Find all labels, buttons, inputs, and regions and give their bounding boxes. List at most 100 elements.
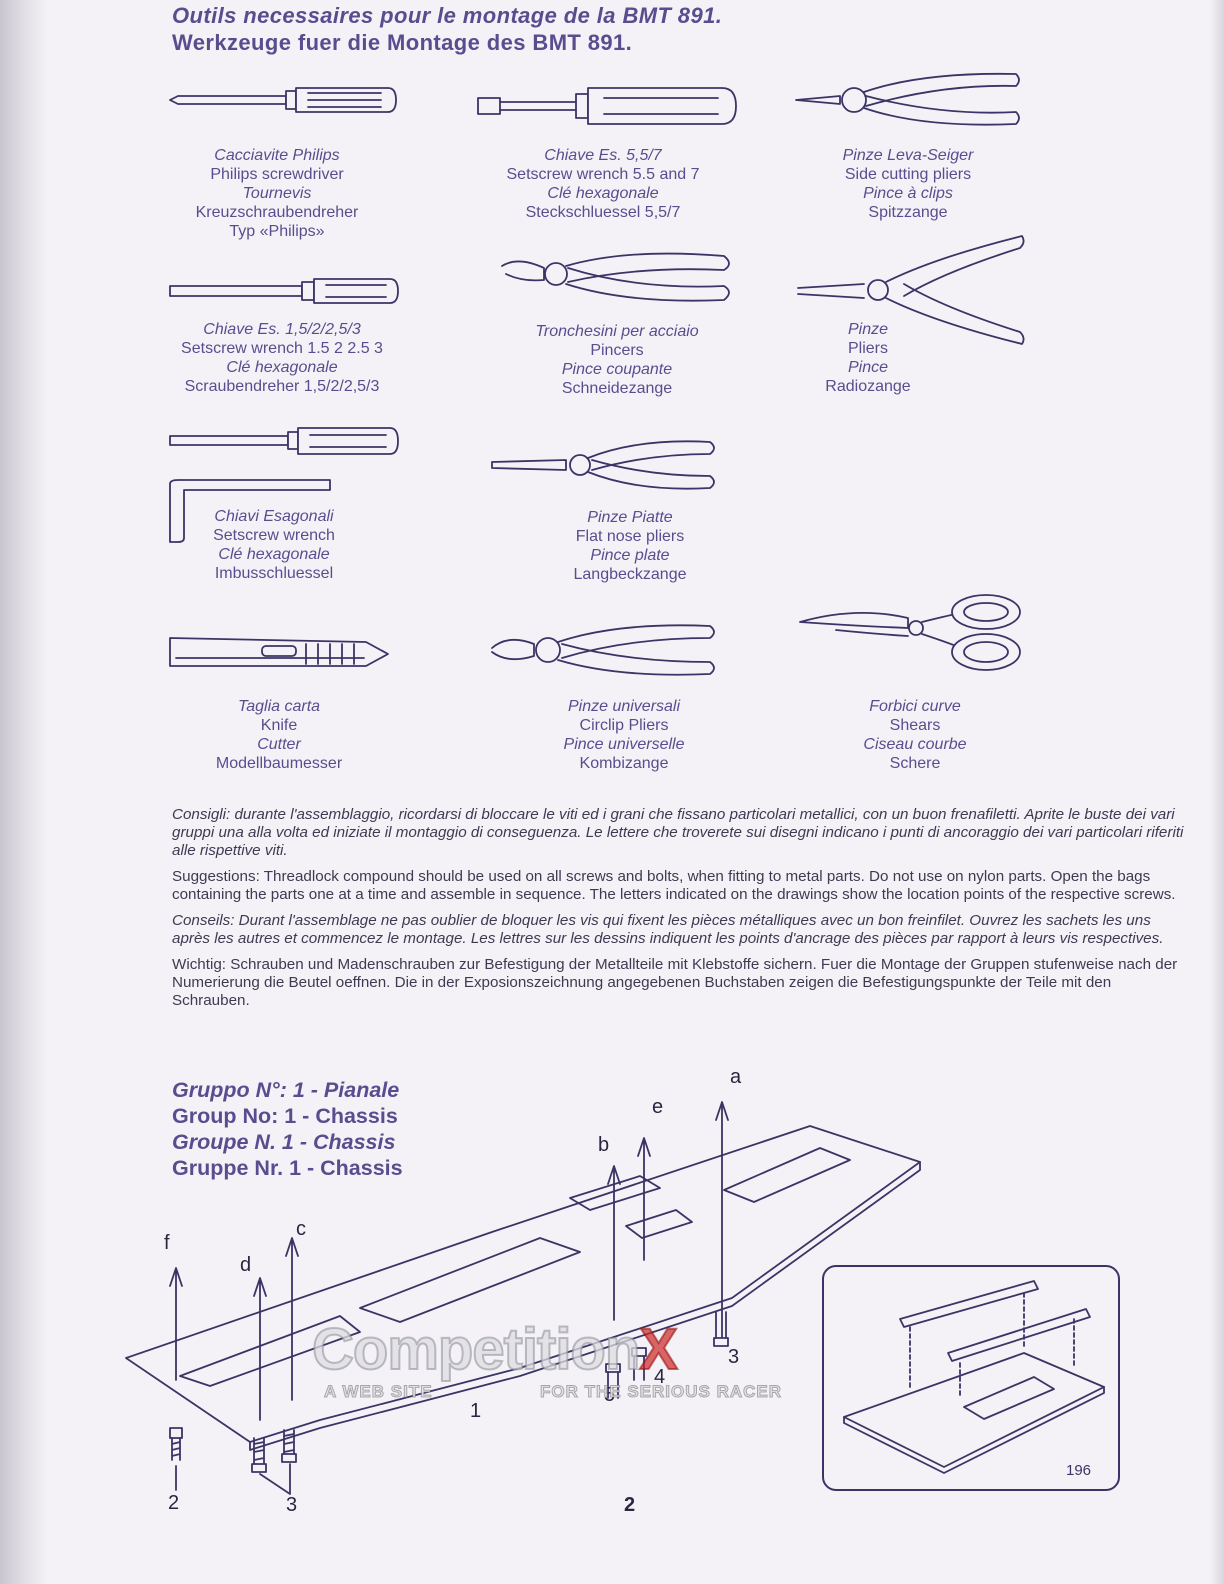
tool-label-en: Pincers: [590, 342, 644, 359]
tool-label-en: Pliers: [847, 340, 888, 357]
group-title-fr: Groupe N. 1 - Chassis: [172, 1130, 396, 1154]
tool-nut-driver: Chiave Es. 5,5/7 Setscrew wrench 5.5 and…: [478, 146, 728, 222]
flat-nose-pliers-icon: [491, 440, 715, 490]
tool-hex-screwdriver: Chiave Es. 1,5/2/2,5/3 Setscrew wrench 1…: [158, 320, 406, 396]
binding-shadow: [0, 0, 48, 1584]
tool-label-fr: Pince à clips: [863, 185, 953, 202]
combination-pliers-icon: [491, 624, 715, 676]
screw-3b: [281, 1429, 297, 1463]
label-e: e: [652, 1096, 664, 1118]
label-d: d: [240, 1254, 252, 1276]
chassis-cutout: [179, 1315, 361, 1387]
label-3-right: 3: [728, 1346, 740, 1368]
label-1: 1: [470, 1400, 482, 1422]
tool-label-fr: Tournevis: [242, 185, 312, 202]
page-number: 2: [624, 1494, 636, 1516]
tool-label-de: Kombizange: [579, 755, 669, 772]
tool-label-it: Tronchesini per acciaio: [535, 323, 699, 340]
watermark-x: X: [638, 1316, 679, 1383]
screw-3c: [713, 1311, 729, 1347]
watermark-tagline-right: FOR THE SERIOUS RACER: [539, 1382, 783, 1402]
tool-label-it: Cacciavite Philips: [214, 147, 340, 164]
page-edge-shadow: [1210, 0, 1224, 1584]
hex-screwdriver-icon: [169, 278, 399, 304]
utility-knife-icon: [169, 637, 389, 667]
tool-label-fr: Pince universelle: [563, 736, 685, 753]
allen-screwdriver-icon: [169, 427, 399, 455]
tool-shears: Forbici curve Shears Ciseau courbe Scher…: [832, 697, 998, 773]
tool-label-it: Chiave Es. 5,5/7: [544, 147, 662, 164]
chassis-cutout: [723, 1147, 851, 1203]
screw-2: [169, 1427, 183, 1491]
arrow-e: [637, 1137, 651, 1261]
tool-label-it: Chiavi Esagonali: [214, 508, 334, 525]
needle-nose-pliers-icon: [795, 72, 1020, 126]
tool-label-de: Radiozange: [825, 378, 911, 395]
circlip-pliers-icon: [797, 235, 1025, 345]
label-a: a: [730, 1066, 742, 1088]
shears-icon: [799, 594, 1021, 671]
watermark-tagline-left: A WEB SITE: [324, 1382, 433, 1402]
arrow-a: [715, 1101, 729, 1341]
assembly-notes: Consigli: durante l'assemblaggio, ricord…: [172, 806, 1192, 1018]
arrow-d: [253, 1277, 267, 1421]
label-c: c: [296, 1218, 306, 1240]
competitionx-watermark: CompetitionX: [311, 1316, 679, 1383]
tool-label-de: Schere: [889, 755, 941, 772]
leader-3: [259, 1463, 291, 1495]
philips-screwdriver-icon: [169, 87, 397, 113]
tool-label-it: Pinze: [847, 321, 889, 338]
tool-label-en: Setscrew wrench 1.5 2 2.5 3: [181, 340, 383, 357]
screw-5: [605, 1363, 621, 1399]
note-german: Wichtig: Schrauben und Madenschrauben zu…: [172, 956, 1178, 1009]
tool-label-fr: Pince: [847, 359, 889, 376]
tool-label-it: Taglia carta: [237, 698, 321, 715]
tool-label-en: Setscrew wrench: [213, 527, 335, 544]
tool-utility-knife: Taglia carta Knife Cutter Modellbaumesse…: [196, 697, 362, 773]
arrow-f: [169, 1267, 183, 1381]
group-title-en: Group No: 1 - Chassis: [172, 1104, 398, 1128]
nut-driver-icon: [477, 87, 737, 125]
tool-allen-key: Chiavi Esagonali Setscrew wrench Clé hex…: [186, 507, 362, 583]
tool-philips-screwdriver: Cacciavite Philips Philips screwdriver T…: [168, 146, 386, 241]
tool-label-fr: Ciseau courbe: [863, 736, 967, 753]
tool-label-de: Spitzzange: [868, 204, 948, 221]
chassis-cutout: [359, 1237, 581, 1323]
tool-label-it: Pinze Leva-Seiger: [842, 147, 974, 164]
tool-label-fr: Clé hexagonale: [547, 185, 659, 202]
tool-label-en: Setscrew wrench 5.5 and 7: [506, 166, 700, 183]
label-f: f: [164, 1232, 170, 1254]
group-title: Gruppo N°: 1 - Pianale Group No: 1 - Cha…: [172, 1077, 403, 1181]
tool-label-fr: Pince coupante: [561, 361, 673, 378]
tool-label-it: Pinze Piatte: [587, 509, 673, 526]
tool-label-en: Philips screwdriver: [210, 166, 344, 183]
group-title-it: Gruppo N°: 1 - Pianale: [172, 1078, 400, 1102]
screw-4: [631, 1347, 647, 1381]
tool-label-de: Imbusschluessel: [214, 565, 334, 582]
tool-label-it: Pinze universali: [567, 698, 681, 715]
group-title-de: Gruppe Nr. 1 - Chassis: [172, 1156, 403, 1180]
tool-label-it: Forbici curve: [869, 698, 961, 715]
tool-diagonal-cutter: Tronchesini per acciaio Pincers Pince co…: [506, 322, 728, 398]
inset-figure-number: 196: [1066, 1462, 1092, 1479]
tool-label-it: Chiave Es. 1,5/2/2,5/3: [203, 321, 361, 338]
chassis-plate-outline: [125, 1125, 921, 1443]
chassis-cutout: [569, 1175, 661, 1211]
tool-label-en: Flat nose pliers: [575, 528, 685, 545]
tool-label-de: Langbeckzange: [573, 566, 687, 583]
label-3: 3: [286, 1494, 298, 1516]
tool-label-en: Circlip Pliers: [579, 717, 669, 734]
chassis-exploded-diagram: [125, 1101, 921, 1495]
tool-label-de: Modellbaumesser: [215, 755, 343, 772]
tool-label-fr: Pince plate: [590, 547, 670, 564]
tool-label-en: Shears: [889, 717, 941, 734]
page-header: Outils necessaires pour le montage de la…: [172, 2, 722, 56]
arrow-b: [607, 1165, 621, 1321]
screw-3a: [251, 1437, 267, 1473]
label-2: 2: [168, 1492, 180, 1514]
label-5: 5: [604, 1384, 616, 1406]
note-italian: Consigli: durante l'assemblaggio, ricord…: [172, 806, 1184, 859]
tool-label-de2: Typ «Philips»: [229, 223, 325, 240]
tool-label-fr: Cutter: [257, 736, 301, 753]
watermark-text: Competition: [311, 1316, 641, 1383]
